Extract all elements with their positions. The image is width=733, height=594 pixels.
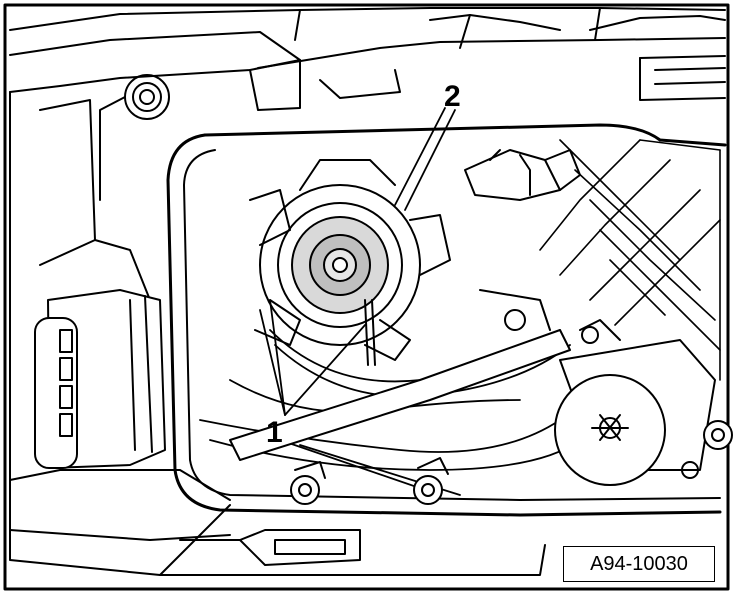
lamp-opening xyxy=(166,123,727,517)
leader-lines xyxy=(259,107,456,416)
socket-connector xyxy=(464,149,581,201)
bracket-arm xyxy=(229,289,571,461)
callout-2: 2 xyxy=(444,80,461,113)
bulb-socket xyxy=(249,159,451,366)
figure-reference-code: A94-10030 xyxy=(563,546,715,582)
lattice-mesh xyxy=(539,139,721,381)
boss-left xyxy=(99,74,170,201)
level-motor xyxy=(554,319,733,486)
housing-bottom xyxy=(179,529,546,576)
retaining-clips xyxy=(290,457,449,505)
housing-top xyxy=(9,7,726,111)
callout-1: 1 xyxy=(266,416,283,449)
connector-plug xyxy=(34,289,166,469)
